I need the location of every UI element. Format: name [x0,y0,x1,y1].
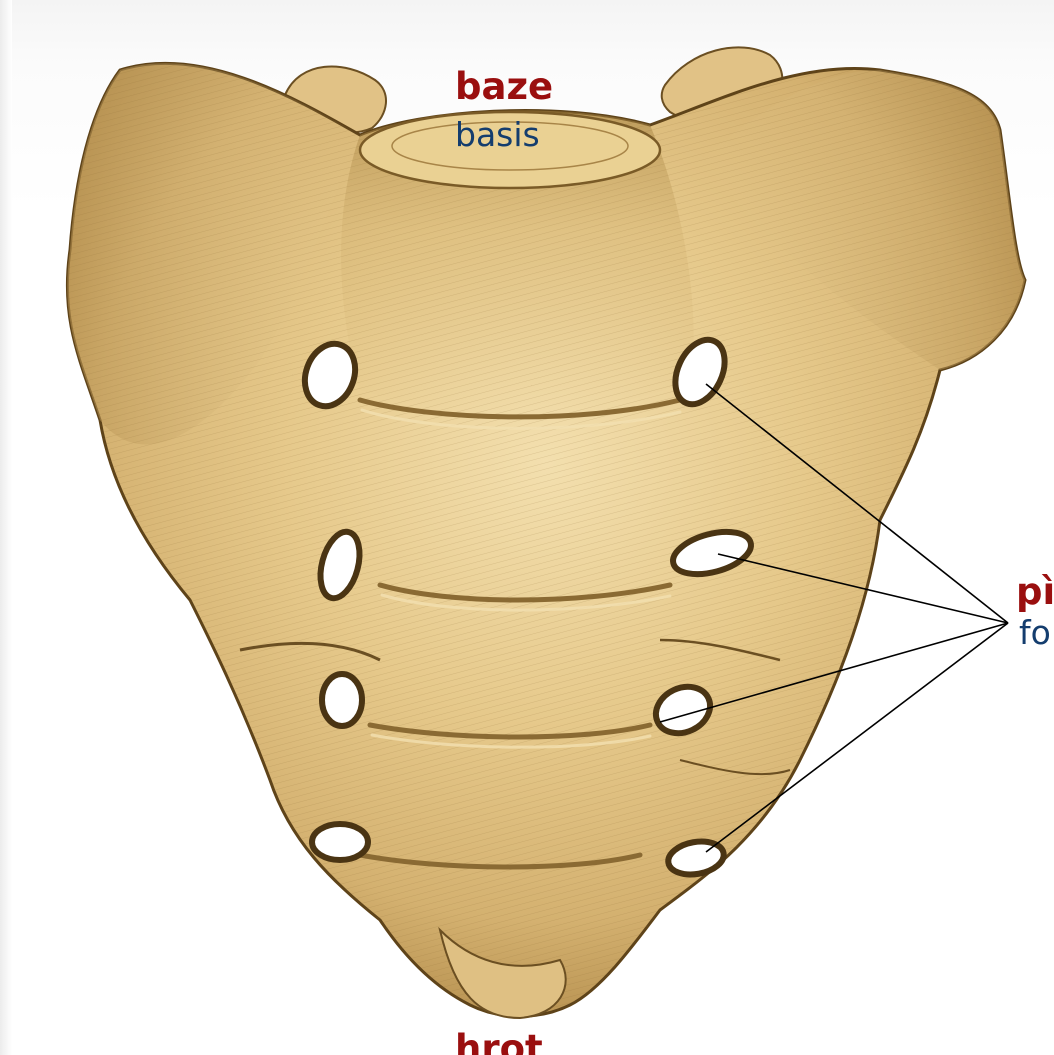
foramen-left-3 [322,674,362,726]
apex-label-primary: hrot [455,1030,543,1055]
foramina-label-primary: pì [1016,573,1054,610]
basis-label-primary: baze [455,68,553,105]
basis-label-secondary: basis [455,118,540,151]
foramen-left-4 [312,824,368,860]
foramina-label-secondary: fo [1019,616,1051,649]
